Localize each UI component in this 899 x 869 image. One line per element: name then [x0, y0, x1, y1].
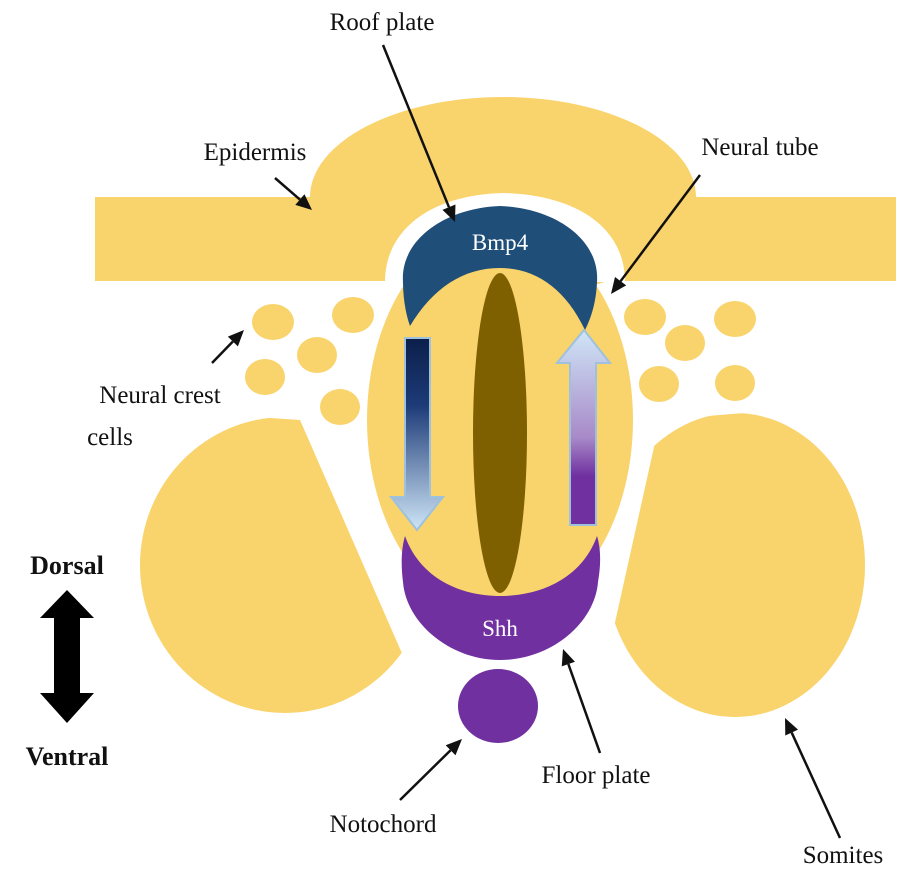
- neural-crest-cell: [714, 301, 756, 337]
- somites-pointer: [792, 733, 840, 838]
- neural-crest-cell: [715, 365, 755, 401]
- dorsal-ventral-arrow: [40, 590, 94, 723]
- neural-crest-cell: [639, 366, 679, 402]
- roof-plate-label: Roof plate: [330, 9, 435, 36]
- neural-tube-label: Neural tube: [701, 134, 818, 161]
- neural-crest-label-line2: cells: [87, 424, 133, 451]
- somites-label: Somites: [803, 842, 884, 869]
- floor-plate-label: Floor plate: [541, 762, 650, 789]
- neural-crest-cell: [245, 359, 285, 395]
- notochord: [458, 669, 538, 743]
- neural-crest-cell: [252, 304, 294, 340]
- neural-crest-cell: [332, 297, 374, 333]
- notochord-pointer: [400, 750, 451, 800]
- neural-crest-cell: [665, 325, 705, 361]
- ventral-label: Ventral: [26, 742, 109, 771]
- notochord-label: Notochord: [330, 811, 437, 838]
- neural-crest-cell: [624, 299, 666, 335]
- neural-tube-lumen: [473, 273, 527, 593]
- floor-plate-pointer: [568, 664, 600, 753]
- neural-crest-cell: [320, 389, 360, 425]
- epidermis-pointer: [275, 178, 300, 200]
- shh-label: Shh: [482, 616, 518, 641]
- epidermis-label: Epidermis: [204, 139, 307, 166]
- somite-right: [605, 413, 865, 717]
- neural-crest-cell: [297, 337, 337, 373]
- neural-crest-pointer: [212, 341, 233, 363]
- dorsal-label: Dorsal: [30, 551, 104, 580]
- neural-crest-label-line1: Neural crest: [99, 382, 221, 409]
- bmp4-label: Bmp4: [472, 230, 529, 255]
- floor-plate-pointer-head: [562, 649, 575, 666]
